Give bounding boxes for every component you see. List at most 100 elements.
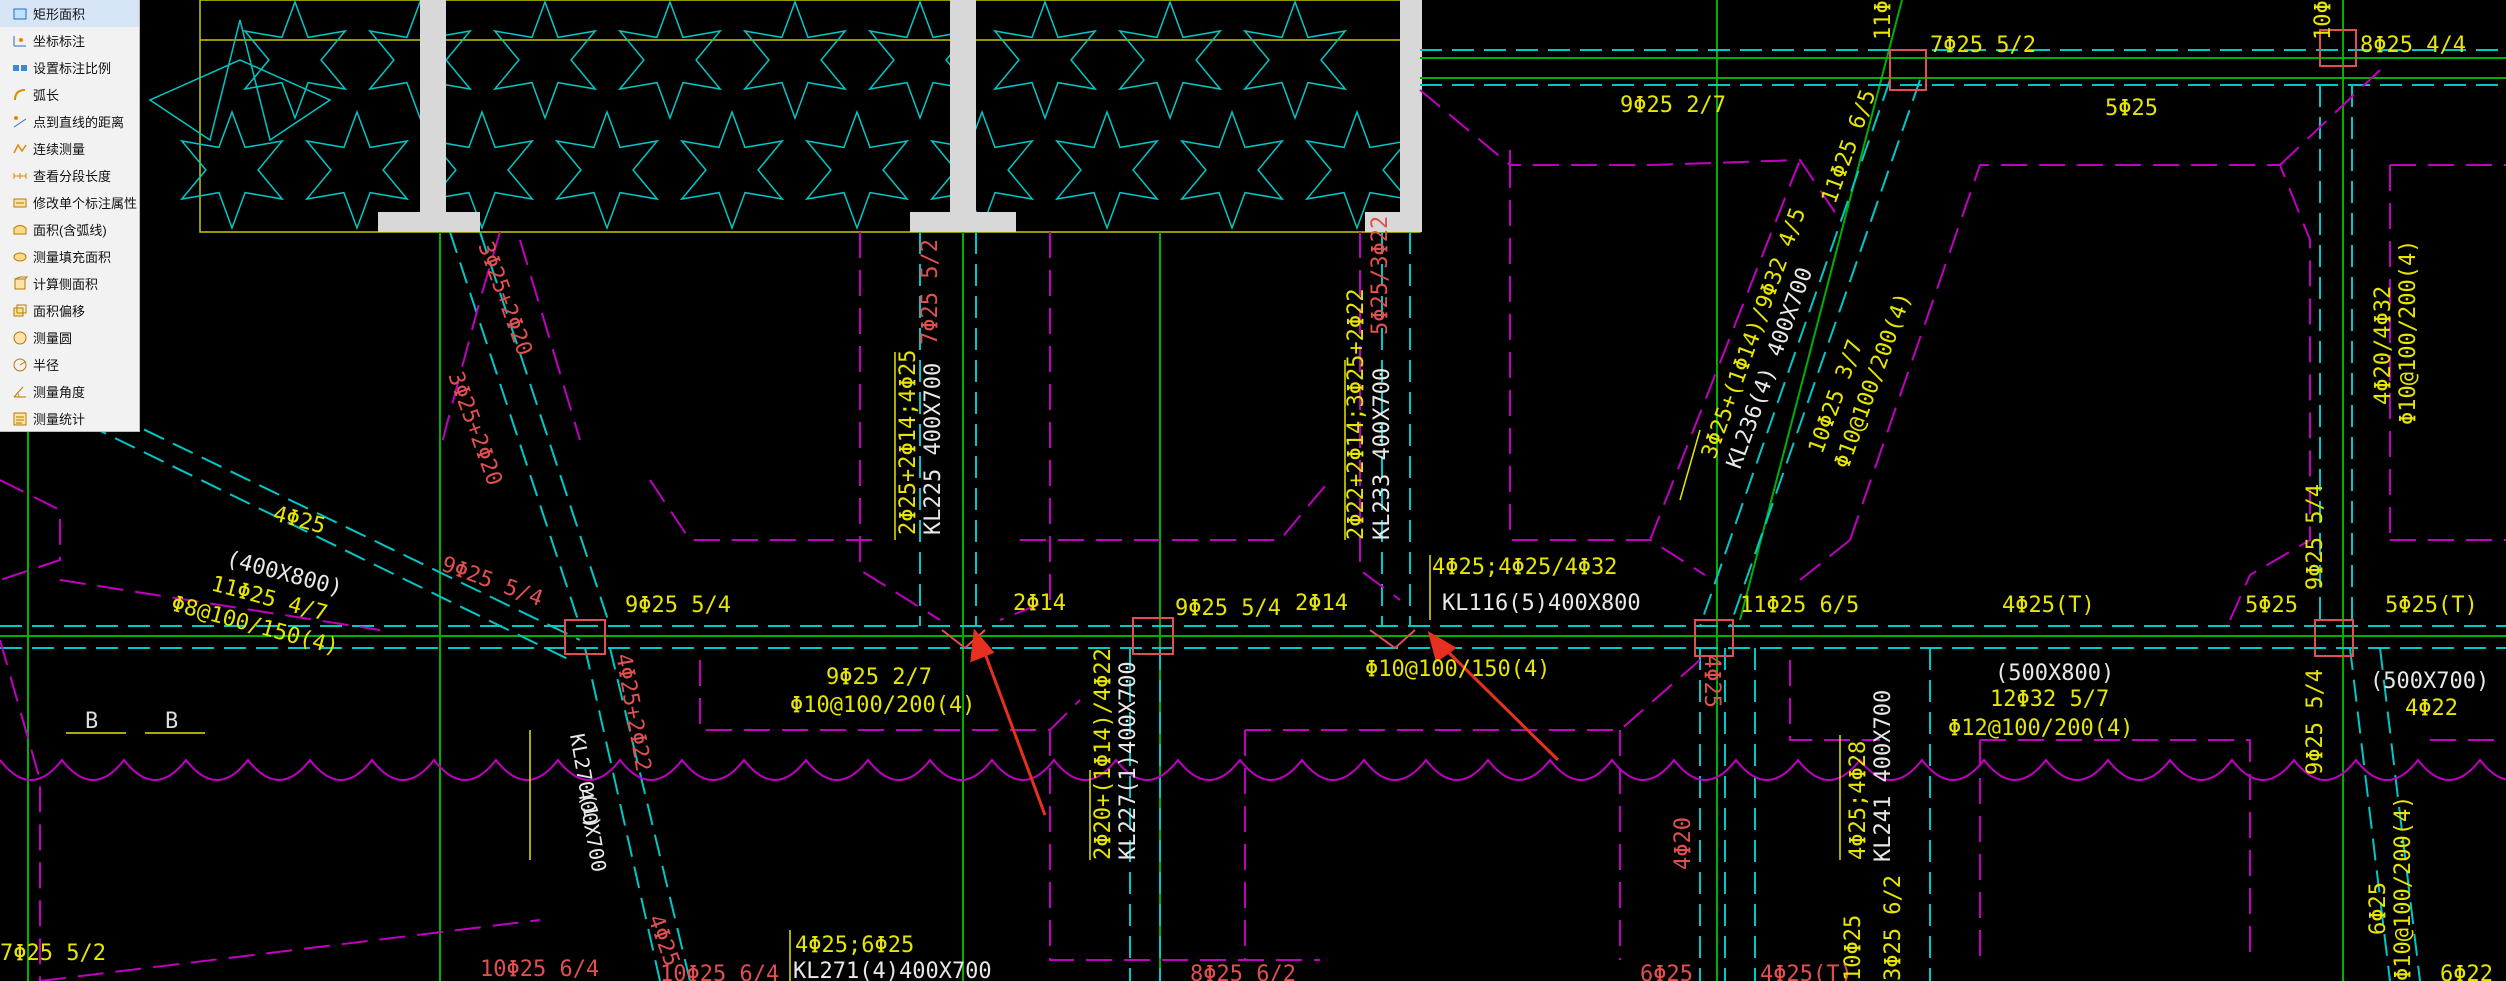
label: Φ10@100/200(4) [790, 693, 975, 718]
menu-item-label: 面积偏移 [33, 304, 86, 319]
label: KL227(1)400X700 [1116, 661, 1141, 860]
label: 3Φ25+2Φ20 [472, 239, 536, 360]
menu-item-continuous-measure[interactable]: 连续测量 [0, 135, 139, 162]
beam-lines [0, 49, 2506, 981]
hatch-star [804, 109, 910, 231]
radius-icon [12, 357, 28, 373]
label: 4Φ25;6Φ25 [795, 933, 914, 958]
label: 8Φ25 6/2 [1190, 962, 1296, 981]
label: 4Φ20/4Φ32 [2371, 286, 2396, 405]
coordinate-icon [12, 33, 28, 49]
label: 4Φ25;4Φ25/4Φ32 [1432, 555, 1617, 580]
slab-lines [0, 69, 2506, 981]
menu-item-side-area[interactable]: 计算侧面积 [0, 270, 139, 297]
rect-area-icon [12, 6, 28, 22]
hatch-star [992, 0, 1098, 121]
menu-item-arc-length[interactable]: 弧长 [0, 81, 139, 108]
point-line-distance-icon [12, 114, 28, 130]
red-arrows [970, 628, 1560, 816]
label: 10Φ25 [1841, 915, 1866, 981]
label: 8Φ25 4/4 [2360, 33, 2466, 58]
menu-item-label: 测量圆 [33, 331, 73, 346]
label: 10Φ25 6/4 [660, 962, 779, 981]
label: 3Φ25+2Φ20 [442, 369, 506, 490]
label: 12Φ32 5/7 [1990, 687, 2109, 712]
menu-item-label: 修改单个标注属性 [33, 196, 138, 211]
continuous-measure-icon [12, 141, 28, 157]
menu-item-circle-measure[interactable]: 测量圆 [0, 324, 139, 351]
label: 2Φ14 [1295, 591, 1348, 616]
arc-length-icon [12, 87, 28, 103]
label: 4Φ20 [1671, 817, 1696, 870]
fill-area-icon [12, 249, 28, 265]
label: KL233 400X700 [1370, 368, 1395, 540]
hatch-star [1179, 109, 1285, 231]
hatch-star [1242, 0, 1348, 121]
label: 2Φ22+2Φ14;3Φ25+2Φ22 [1344, 288, 1369, 540]
measure-tool-menu: 矩形面积坐标标注设置标注比例弧长点到直线的距离连续测量查看分段长度修改单个标注属… [0, 0, 140, 432]
label: (500X700) [2370, 669, 2489, 694]
menu-item-statistics[interactable]: 测量统计 [0, 405, 139, 432]
label: 6Φ25 [1640, 962, 1693, 981]
section-mark-b-right: B [165, 709, 178, 734]
menu-item-label: 面积(含弧线) [33, 223, 107, 238]
menu-item-edit-dimension[interactable]: 修改单个标注属性 [0, 189, 139, 216]
menu-item-scale[interactable]: 设置标注比例 [0, 54, 139, 81]
label: 10Φ25 [2311, 0, 2336, 40]
label: 9Φ25 5/4 [625, 593, 731, 618]
section-mark-b-left: B [85, 709, 98, 734]
menu-item-label: 测量统计 [33, 412, 86, 427]
label: 4Φ25+2Φ22 [610, 652, 655, 774]
label: 9Φ25 5/4 [438, 552, 546, 612]
label: 9Φ25 2/7 [826, 665, 932, 690]
menu-item-label: 设置标注比例 [33, 61, 112, 76]
label: KL225 400X700 [921, 363, 946, 535]
menu-item-coordinate[interactable]: 坐标标注 [0, 27, 139, 54]
label: 3Φ25 6/2 [1881, 875, 1906, 981]
menu-item-rect-area[interactable]: 矩形面积 [0, 0, 139, 27]
label: 11Φ25 6/5 [1817, 86, 1881, 207]
menu-item-segment-length[interactable]: 查看分段长度 [0, 162, 139, 189]
label: 4Φ25 [642, 912, 684, 970]
label: 2Φ20+(1Φ14)/4Φ22 [1091, 648, 1116, 860]
label: 4Φ25 [270, 502, 328, 540]
hatch-star [1054, 109, 1160, 231]
side-area-icon [12, 276, 28, 292]
label: 7Φ25 5/2 [1930, 33, 2036, 58]
hatch-region-top [148, 0, 1421, 233]
hatch-star [179, 109, 285, 231]
label: 4Φ25 [1699, 655, 1724, 708]
label: 4Φ25(T) [1760, 962, 1853, 981]
label: Φ10@100/200(4) [2396, 240, 2421, 425]
menu-item-arc-area[interactable]: 面积(含弧线) [0, 216, 139, 243]
edit-dimension-icon [12, 195, 28, 211]
hatch-star [429, 109, 535, 231]
menu-item-radius[interactable]: 半径 [0, 351, 139, 378]
menu-item-angle[interactable]: 测量角度 [0, 378, 139, 405]
hatch-star [679, 109, 785, 231]
angle-icon [12, 384, 28, 400]
menu-item-area-offset[interactable]: 面积偏移 [0, 297, 139, 324]
menu-item-point-line-distance[interactable]: 点到直线的距离 [0, 108, 139, 135]
label: 400X700 [573, 787, 611, 874]
label: 4Φ25(T) [2002, 593, 2095, 618]
label: 4Φ22 [2405, 696, 2458, 721]
label: 11Φ25 [1871, 0, 1896, 40]
hatch-star [1117, 0, 1223, 121]
segment-length-icon [12, 168, 28, 184]
hatch-star [304, 109, 410, 231]
rebar-marks [941, 629, 1416, 650]
menu-item-fill-area[interactable]: 测量填充面积 [0, 243, 139, 270]
label: 9Φ25 5/4 [2303, 484, 2328, 590]
area-offset-icon [12, 303, 28, 319]
menu-item-label: 连续测量 [33, 142, 86, 157]
label: 9Φ25 2/7 [1620, 93, 1726, 118]
scalloped-edge [0, 758, 2506, 781]
hatch-star [617, 0, 723, 121]
hatch-star [554, 109, 660, 231]
annotation-leaders [66, 352, 1841, 981]
label: Φ10@100/200(4) [2391, 796, 2416, 981]
